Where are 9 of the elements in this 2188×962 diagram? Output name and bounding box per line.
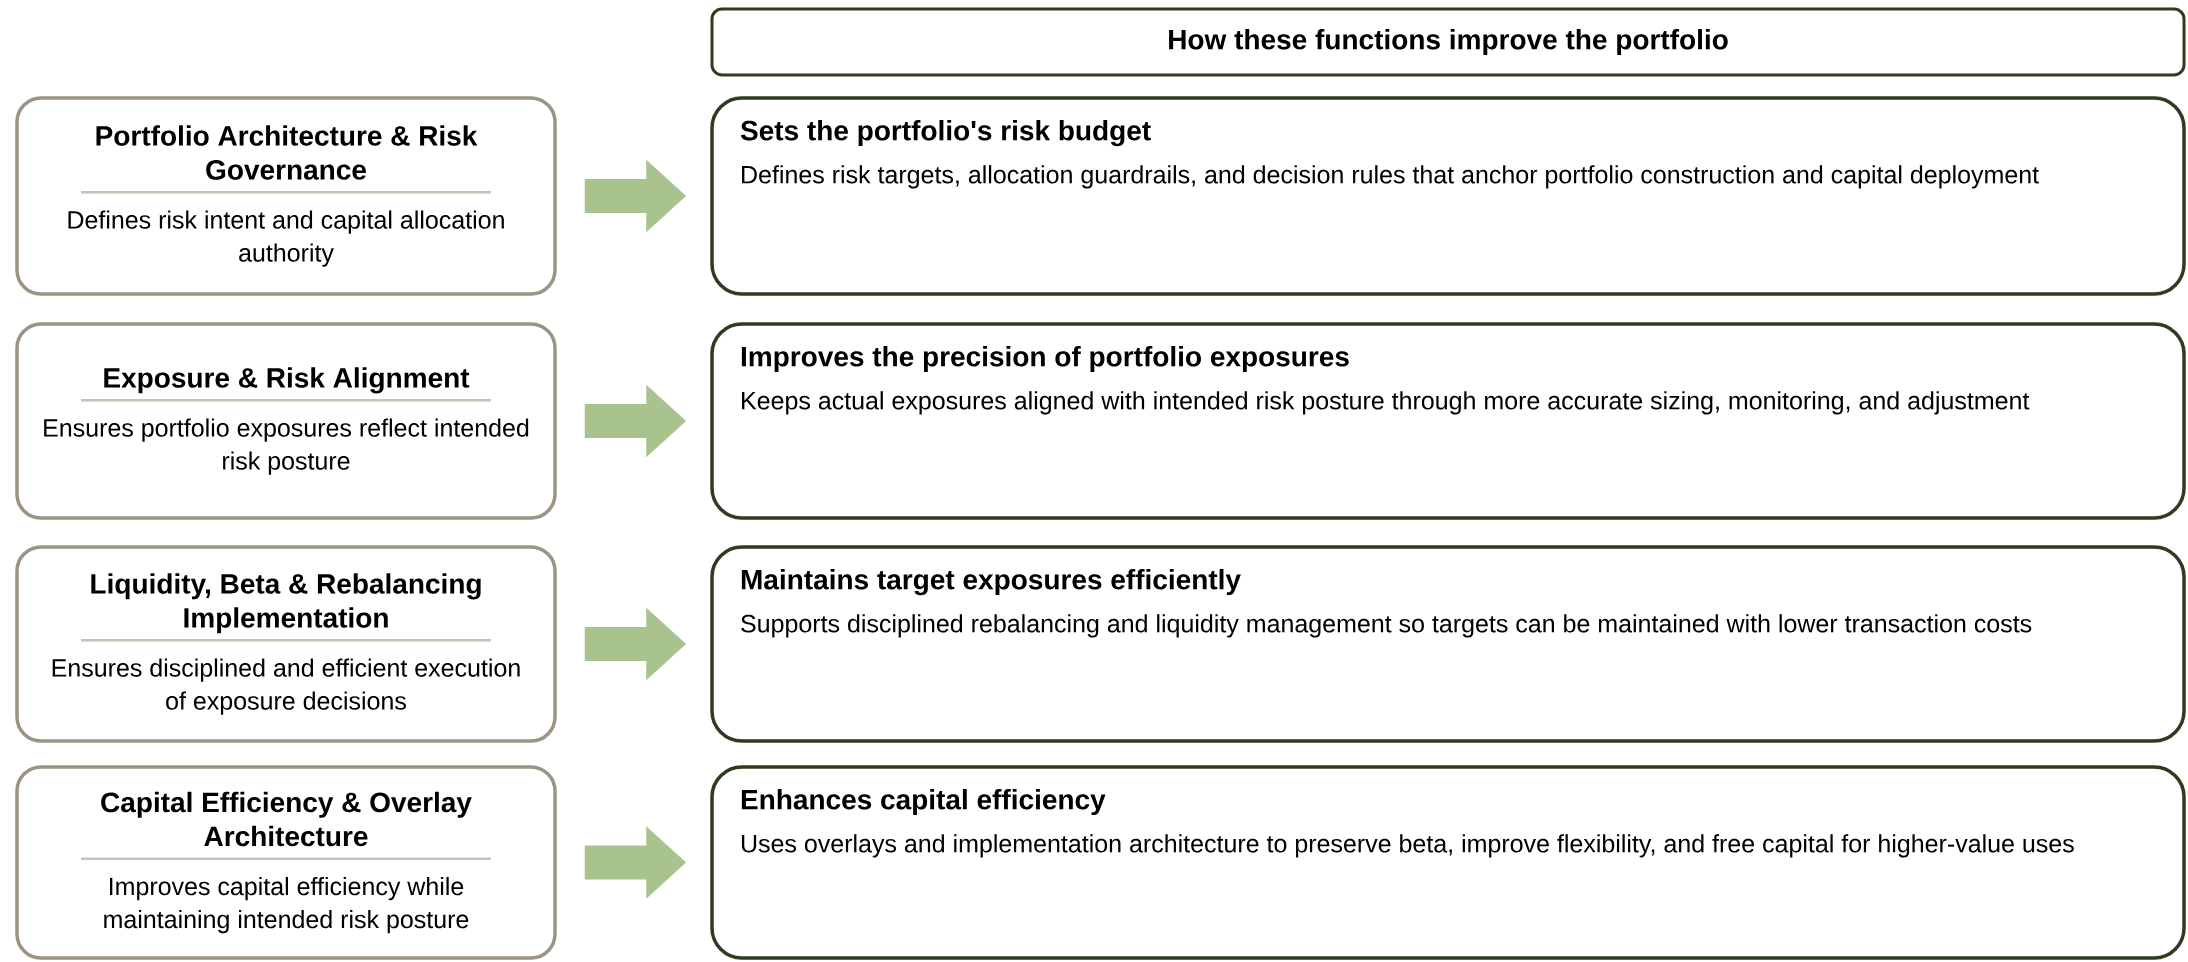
benefit-box: Sets the portfolio's risk budget Defines risk targets, allocation guardrails, and decision rules that anchor portfolio construction and capital deployment (710, 96, 2186, 296)
function-box: Liquidity, Beta & Rebalancing Implementation Ensures disciplined and efficient execution of exposure decisions (15, 545, 557, 743)
benefit-box: Enhances capital efficiency Uses overlays and implementation architecture to preserve beta, improve flexibility, and free capital for higher-value uses (710, 765, 2186, 960)
benefit-box: Maintains target exposures efficiently Supports disciplined rebalancing and liquidity management so targets can be maintained with lower transaction costs (710, 545, 2186, 743)
function-box: Portfolio Architecture & Risk Governance Defines risk intent and capital allocation authority (15, 96, 557, 296)
header-box: How these functions improve the portfolio (710, 7, 2186, 77)
function-box: Exposure & Risk Alignment Ensures portfolio exposures reflect intended risk posture (15, 322, 557, 520)
benefit-box: Improves the precision of portfolio exposures Keeps actual exposures aligned with intended risk posture through more accurate sizing, monitoring, and adjustment (710, 322, 2186, 520)
function-box: Capital Efficiency & Overlay Architecture Improves capital efficiency while maintaining intended risk posture (15, 765, 557, 960)
